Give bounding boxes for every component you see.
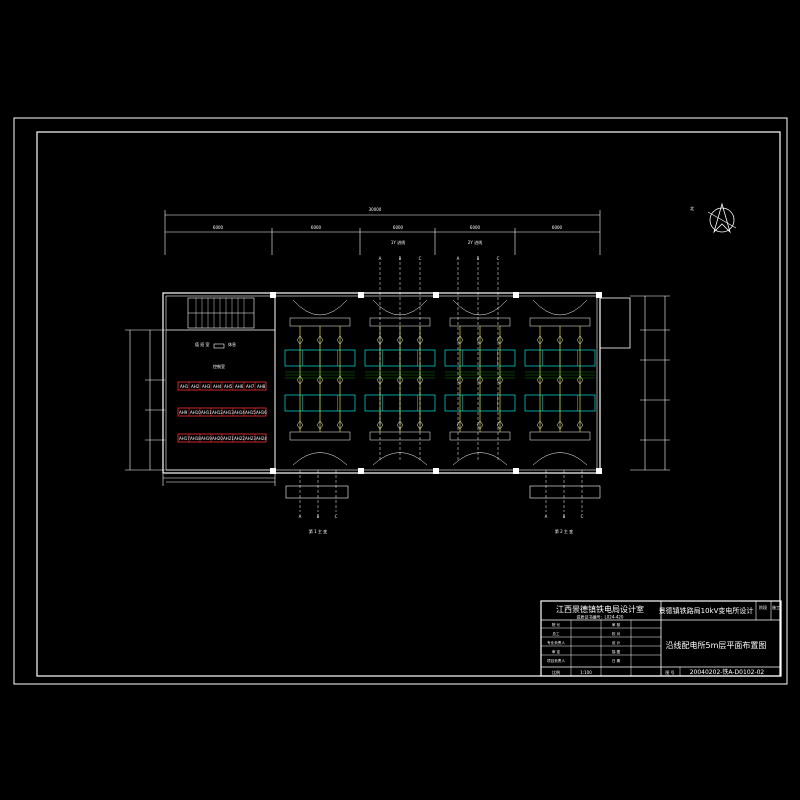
sheet-number-label: 图 号 bbox=[665, 669, 674, 675]
tb-row-left: 院 长 bbox=[552, 622, 561, 627]
scale-value: 1:100 bbox=[580, 670, 592, 675]
svg-text:AH22: AH22 bbox=[234, 436, 245, 441]
svg-text:AH2: AH2 bbox=[191, 384, 200, 389]
svg-text:AH19: AH19 bbox=[201, 436, 212, 441]
svg-text:AH7: AH7 bbox=[246, 384, 255, 389]
svg-text:AH12: AH12 bbox=[212, 410, 223, 415]
stage-value: 施工 bbox=[772, 604, 780, 610]
tb-row-right: 日 期 bbox=[612, 658, 621, 663]
svg-text:AH24: AH24 bbox=[256, 436, 267, 441]
building-outline bbox=[162, 292, 631, 483]
dim-segment: 6000 bbox=[393, 225, 404, 230]
phase-c: C bbox=[419, 256, 422, 261]
phase-b: B bbox=[477, 256, 480, 261]
phase-letters: A B C A B C bbox=[379, 256, 500, 261]
staircase bbox=[187, 297, 255, 329]
outgoing-feeders: A B C A B C 第 1 主 变 第 2 主 变 bbox=[285, 470, 601, 534]
svg-text:AH21: AH21 bbox=[223, 436, 234, 441]
tb-row-right: 校 对 bbox=[612, 631, 621, 636]
svg-text:AH8: AH8 bbox=[257, 384, 266, 389]
svg-text:AH10: AH10 bbox=[190, 410, 201, 415]
phase-c: C bbox=[581, 514, 584, 519]
svg-text:AH20: AH20 bbox=[212, 436, 223, 441]
svg-text:AH13: AH13 bbox=[223, 410, 234, 415]
dim-total: 30000 bbox=[369, 207, 382, 212]
phase-b: B bbox=[317, 514, 320, 519]
svg-text:AH5: AH5 bbox=[224, 384, 233, 389]
phase-a: A bbox=[545, 514, 548, 519]
sheet-inner-border bbox=[36, 131, 781, 677]
line-1-label: 1Y 进线 bbox=[391, 239, 405, 245]
room-label: 控制室 bbox=[213, 363, 225, 369]
scale-label: 比例 bbox=[552, 669, 560, 675]
svg-text:AH3: AH3 bbox=[202, 384, 211, 389]
svg-text:AH6: AH6 bbox=[235, 384, 244, 389]
stage-label: 阶段 bbox=[759, 604, 767, 610]
phase-b: B bbox=[563, 514, 566, 519]
switchgear-bays bbox=[284, 299, 596, 466]
tb-row-left: 项目负责人 bbox=[547, 658, 565, 663]
line-2-label: 2Y 进线 bbox=[468, 239, 482, 245]
dim-segment: 6000 bbox=[552, 225, 563, 230]
left-dimension-chain bbox=[125, 329, 165, 471]
north-arrow-icon: 北 bbox=[690, 202, 737, 234]
phase-b: B bbox=[399, 256, 402, 261]
tb-row-right: 设 计 bbox=[612, 640, 621, 645]
svg-text:AH18: AH18 bbox=[190, 436, 201, 441]
institute-code: 资质证书编号：L024-420 bbox=[577, 614, 624, 620]
svg-text:AH4: AH4 bbox=[213, 384, 222, 389]
tb-row-left: 专业负责人 bbox=[547, 640, 565, 645]
sheet-outer-border bbox=[13, 117, 788, 685]
institute-name: 江西景德镇铁电局设计室 bbox=[556, 604, 644, 614]
svg-text:AH23: AH23 bbox=[245, 436, 256, 441]
phase-a: A bbox=[457, 256, 460, 261]
phase-c: C bbox=[497, 256, 500, 261]
svg-text:AH15: AH15 bbox=[245, 410, 256, 415]
top-dimension-chain: 30000 6000 6000 6000 6000 6000 1Y 进线 2Y … bbox=[164, 207, 601, 255]
phase-a: A bbox=[379, 256, 382, 261]
feeder-1-label: 第 1 主 变 bbox=[309, 528, 327, 534]
tb-row-right: 描 图 bbox=[612, 649, 621, 654]
switchgear-bay bbox=[284, 299, 356, 466]
room-label: 值 班 室 bbox=[195, 341, 210, 347]
tb-row-left: 总工 bbox=[552, 631, 560, 636]
dim-segment: 6000 bbox=[311, 225, 322, 230]
svg-text:北: 北 bbox=[690, 205, 694, 211]
svg-text:AH11: AH11 bbox=[201, 410, 212, 415]
phase-c: C bbox=[335, 514, 338, 519]
right-dimension-chain bbox=[630, 295, 670, 471]
title-block: 江西景德镇铁电局设计室 资质证书编号：L024-420 景德镇铁路局10kV变电… bbox=[540, 600, 782, 677]
switchgear-bay bbox=[444, 299, 516, 466]
dim-segment: 6000 bbox=[213, 225, 224, 230]
incoming-lines bbox=[379, 262, 499, 460]
panel-row: AH9 AH10 AH11 AH12 AH13 AH14 AH15 AH16 bbox=[177, 407, 267, 417]
drawing-number: 20040202-铁A-D0102-02 bbox=[690, 668, 765, 676]
control-room: 值 班 室 控制室 休息 bbox=[195, 341, 236, 369]
panel-row: AH1 AH2 AH3 AH4 AH5 AH6 AH7 AH8 bbox=[177, 381, 267, 391]
project-name: 景德镇铁路局10kV变电所设计 bbox=[659, 606, 754, 615]
svg-text:AH9: AH9 bbox=[179, 410, 188, 415]
svg-text:AH1: AH1 bbox=[180, 384, 189, 389]
dim-segment: 6000 bbox=[470, 225, 481, 230]
tb-row-left: 审 定 bbox=[552, 649, 561, 654]
room-label: 休息 bbox=[228, 341, 236, 347]
bottom-dimension bbox=[162, 474, 276, 486]
panel-row: AH17 AH18 AH19 AH20 AH21 AH22 AH23 AH24 bbox=[177, 433, 267, 443]
phase-a: A bbox=[299, 514, 302, 519]
svg-text:AH17: AH17 bbox=[179, 436, 190, 441]
sheet-title: 沿线配电所5m层平面布置图 bbox=[666, 640, 767, 650]
tb-row-right: 审 核 bbox=[612, 622, 621, 627]
svg-text:AH16: AH16 bbox=[256, 410, 267, 415]
svg-text:AH14: AH14 bbox=[234, 410, 245, 415]
switchgear-bay bbox=[524, 299, 596, 466]
feeder-2-label: 第 2 主 变 bbox=[555, 528, 573, 534]
